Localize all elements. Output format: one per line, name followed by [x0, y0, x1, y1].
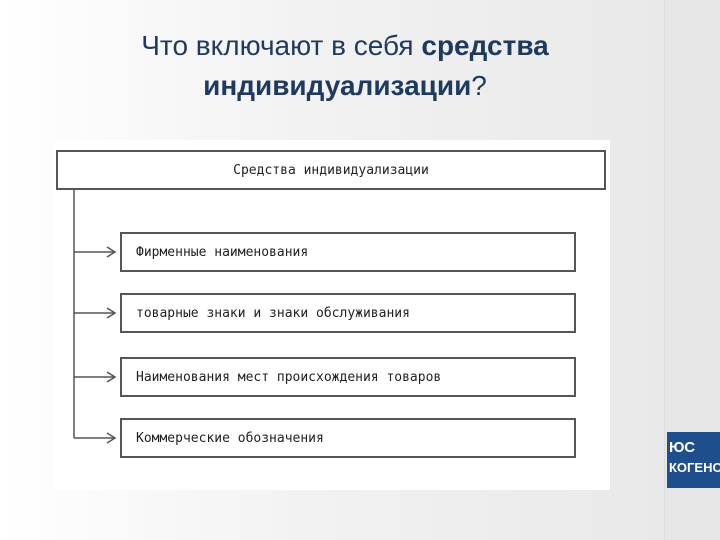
- arrow-head-4: [106, 432, 117, 444]
- title-text-bold1: средства: [421, 30, 549, 61]
- child-box-origin-names: Наименования мест происхождения товаров: [120, 357, 576, 397]
- company-logo: ЮС КОГЕНС I: [667, 432, 720, 488]
- slide-title: Что включают в себя средства индивидуали…: [60, 26, 630, 106]
- child-label-1: Фирменные наименования: [136, 244, 309, 260]
- child-box-trade-names: Фирменные наименования: [120, 232, 576, 272]
- child-label-3: Наименования мест происхождения товаров: [136, 369, 442, 385]
- child-label-2: товарные знаки и знаки обслуживания: [136, 305, 410, 321]
- root-box: Средства индивидуализации: [56, 150, 606, 190]
- child-label-4: Коммерческие обозначения: [136, 430, 324, 446]
- arrow-head-3: [106, 371, 117, 383]
- title-question-mark: ?: [471, 70, 487, 101]
- logo-text-line1: ЮС: [669, 439, 695, 456]
- child-box-commercial-designations: Коммерческие обозначения: [120, 418, 576, 458]
- child-box-trademarks: товарные знаки и знаки обслуживания: [120, 293, 576, 333]
- title-text-bold2: индивидуализации: [203, 70, 472, 101]
- logo-text-line2: КОГЕНС I: [669, 460, 720, 475]
- root-label: Средства индивидуализации: [233, 162, 429, 178]
- title-text-part1: Что включают в себя: [141, 30, 422, 61]
- logo-graphic: ЮС КОГЕНС I: [669, 439, 720, 475]
- diagram-connectors: [73, 190, 117, 444]
- arrow-head-2: [106, 307, 117, 319]
- arrow-head-1: [106, 246, 117, 258]
- diagram: Средства индивидуализации Фирменные наим…: [54, 140, 610, 490]
